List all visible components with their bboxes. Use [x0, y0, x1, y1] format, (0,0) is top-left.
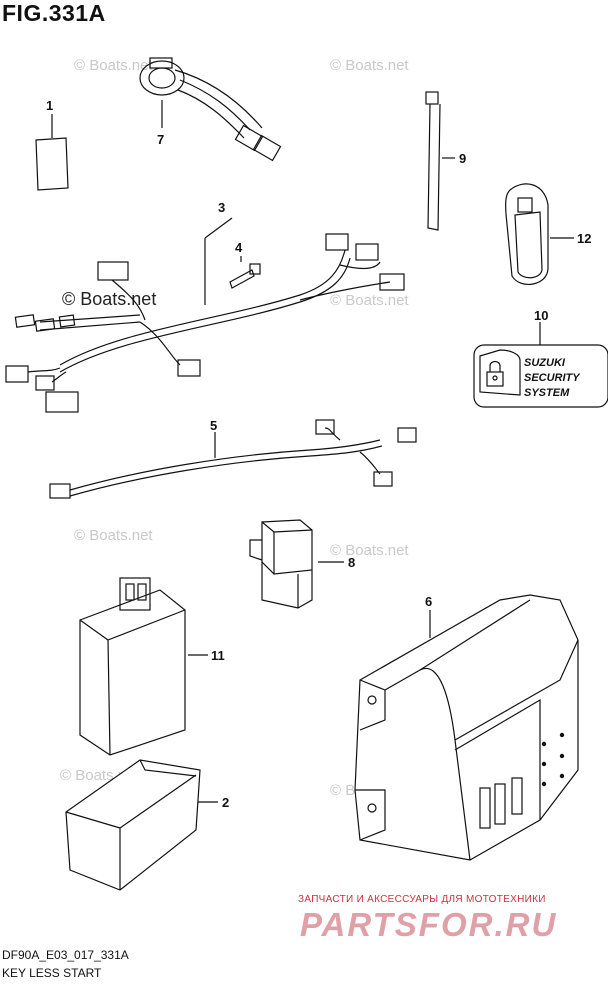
part-6-bracket: 6 — [354, 594, 579, 861]
part-3-main-harness: 3 — [5, 200, 405, 413]
badge-line-1: SUZUKI — [524, 357, 566, 369]
callout-2: 2 — [222, 795, 229, 810]
callout-7: 7 — [157, 132, 164, 147]
figure-title: FIG.331A — [2, 0, 106, 26]
watermark-text: © Boats.net — [62, 289, 156, 309]
part-10-security-badge: 10 — [473, 308, 608, 408]
advert-logo: PARTSFOR.RU — [300, 906, 558, 943]
callout-1: 1 — [46, 98, 53, 113]
part-9-cable-tie: 9 — [425, 91, 466, 231]
watermarks: © Boats.net © Boats.net © Boats.net © Bo… — [60, 57, 409, 799]
watermark-text: © Boats.net — [74, 57, 153, 74]
watermark-text: © Boats.net — [330, 542, 409, 559]
part-7-sensor-harness: 7 — [139, 57, 282, 162]
callout-5: 5 — [210, 418, 217, 433]
callout-12: 12 — [577, 231, 591, 246]
callout-6: 6 — [425, 594, 432, 609]
badge-line-2: SECURITY — [524, 372, 581, 384]
watermark-text: © Boats.net — [74, 527, 153, 544]
part-8-relay: 8 — [249, 519, 355, 609]
figure-caption: KEY LESS START — [2, 966, 102, 980]
part-5-harness: 5 — [49, 418, 417, 499]
part-1-label-card: 1 — [35, 98, 69, 191]
callout-8: 8 — [348, 555, 355, 570]
callout-10: 10 — [534, 308, 548, 323]
callout-11: 11 — [211, 648, 225, 663]
callout-4: 4 — [235, 240, 243, 255]
badge-line-3: SYSTEM — [524, 387, 570, 399]
padlock-icon — [479, 349, 521, 396]
part-11-control-module: 11 — [79, 577, 225, 756]
watermark-text: © Boats.net — [330, 292, 409, 309]
watermark-text: © Boats.net — [330, 57, 409, 74]
callout-9: 9 — [459, 151, 466, 166]
part-4-bolt: 4 — [229, 240, 261, 289]
part-2-case: 2 — [65, 759, 229, 891]
model-code: DF90A_E03_017_331A — [2, 948, 129, 962]
part-12-key-fob: 12 — [505, 183, 591, 285]
callout-3: 3 — [218, 200, 225, 215]
advert-tagline: ЗАПЧАСТИ И АКСЕССУАРЫ ДЛЯ МОТОТЕХНИКИ — [298, 894, 546, 905]
